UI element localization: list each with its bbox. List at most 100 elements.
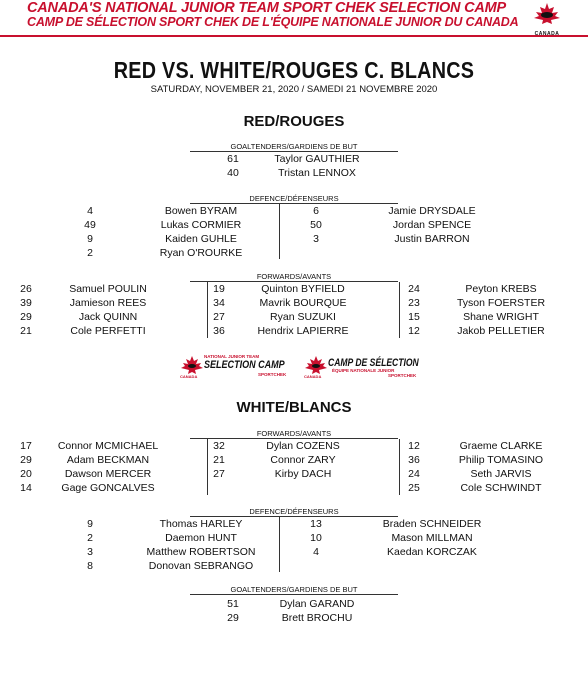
- white-forwards-label: FORWARDS/AVANTS: [256, 429, 332, 438]
- white-defence-column-divider: [279, 517, 280, 572]
- jersey-number: 19: [213, 283, 225, 295]
- roster-row: 29 Brett BROCHU: [0, 611, 588, 625]
- jersey-number: 34: [213, 297, 225, 309]
- jersey-number: 32: [213, 440, 225, 452]
- jersey-number: 49: [84, 219, 96, 231]
- player-name: Seth JARVIS: [470, 468, 532, 480]
- jersey-number: 20: [20, 468, 32, 480]
- player-name: Matthew ROBERTSON: [146, 546, 256, 558]
- player-name: Dylan COZENS: [266, 440, 340, 452]
- logo-subtitle: ÉQUIPE NATIONALE JUNIOR: [332, 368, 395, 373]
- player-name: Mason MILLMAN: [391, 532, 473, 544]
- roster-row: 13 Braden SCHNEIDER: [0, 517, 588, 531]
- logo-canada: CANADA: [304, 374, 322, 379]
- roster-row: 20 Dawson MERCER: [0, 467, 588, 481]
- jersey-number: 26: [20, 283, 32, 295]
- jersey-number: 51: [227, 598, 239, 610]
- jersey-number: 6: [313, 205, 319, 217]
- player-name: Peyton KREBS: [465, 283, 537, 295]
- jersey-number: 13: [310, 518, 322, 530]
- roster-row: 24 Peyton KREBS: [0, 282, 588, 296]
- roster-row: 32 Dylan COZENS: [0, 439, 588, 453]
- jersey-number: 8: [87, 560, 93, 572]
- player-name: Taylor GAUTHIER: [274, 153, 360, 165]
- player-name: Hendrix LAPIERRE: [257, 325, 349, 337]
- player-name: Connor ZARY: [270, 454, 336, 466]
- player-name: Donovan SEBRANGO: [148, 560, 254, 572]
- player-name: Kaedan KORCZAK: [387, 546, 477, 558]
- jersey-number: 50: [310, 219, 322, 231]
- player-name: Tristan LENNOX: [278, 167, 356, 179]
- player-name: Thomas HARLEY: [159, 518, 243, 530]
- jersey-number: 39: [20, 297, 32, 309]
- maple-leaf-icon: [181, 356, 203, 374]
- logo-sponsor: SPORTCHEK: [258, 372, 287, 377]
- jersey-number: 24: [408, 468, 420, 480]
- jersey-number: 9: [87, 233, 93, 245]
- jersey-number: 36: [408, 454, 420, 466]
- jersey-number: 29: [20, 311, 32, 323]
- player-name: Jamieson REES: [69, 297, 147, 309]
- white-defence-label: DEFENCE/DÉFENSEURS: [249, 507, 339, 516]
- player-name: Graeme CLARKE: [459, 440, 543, 452]
- header-title-en: CANADA'S NATIONAL JUNIOR TEAM SPORT CHEK…: [27, 0, 507, 16]
- roster-row: 39 Jamieson REES: [0, 296, 588, 310]
- event-date: SATURDAY, NOVEMBER 21, 2020 / SAMEDI 21 …: [150, 84, 438, 95]
- player-name: Tyson FOERSTER: [456, 297, 546, 309]
- jersey-number: 24: [408, 283, 420, 295]
- logo-wordmark: CANADA: [534, 31, 560, 37]
- player-name: Jakob PELLETIER: [457, 325, 545, 337]
- roster-row: 61 Taylor GAUTHIER: [0, 152, 588, 166]
- jersey-number: 10: [310, 532, 322, 544]
- player-name: Braden SCHNEIDER: [382, 518, 482, 530]
- player-name: Gage GONCALVES: [61, 482, 155, 494]
- player-name: Samuel POULIN: [69, 283, 147, 295]
- roster-row: 8 Donovan SEBRANGO: [0, 559, 588, 573]
- player-name: Ryan SUZUKI: [270, 311, 336, 323]
- player-name: Adam BECKMAN: [66, 454, 150, 466]
- jersey-number: 14: [20, 482, 32, 494]
- jersey-number: 2: [87, 247, 93, 259]
- red-defence-label: DEFENCE/DÉFENSEURS: [249, 194, 339, 203]
- header-divider: [0, 35, 588, 37]
- jersey-number: 29: [227, 612, 239, 624]
- player-name: Brett BROCHU: [281, 612, 353, 624]
- white-defence-divider: [190, 516, 398, 517]
- player-name: Dawson MERCER: [64, 468, 152, 480]
- jersey-number: 23: [408, 297, 420, 309]
- roster-row: 4 Kaedan KORCZAK: [0, 545, 588, 559]
- player-name: Cole SCHWINDT: [460, 482, 542, 494]
- jersey-number: 4: [313, 546, 319, 558]
- jersey-number: 61: [227, 153, 239, 165]
- red-defence-divider: [190, 203, 398, 204]
- red-forwards-column-divider-2: [399, 282, 400, 338]
- selection-camp-logo-fr: CAMP DE SÉLECTION ÉQUIPE NATIONALE JUNIO…: [304, 354, 419, 380]
- red-defence-column-divider: [279, 204, 280, 259]
- player-name: Cole PERFETTI: [70, 325, 146, 337]
- jersey-number: 2: [87, 532, 93, 544]
- logo-main-text: CAMP DE SÉLECTION: [328, 357, 419, 369]
- player-name: Bowen BYRAM: [164, 205, 238, 217]
- logo-canada: CANADA: [180, 374, 198, 379]
- red-team-heading: RED/ROUGES: [243, 113, 345, 130]
